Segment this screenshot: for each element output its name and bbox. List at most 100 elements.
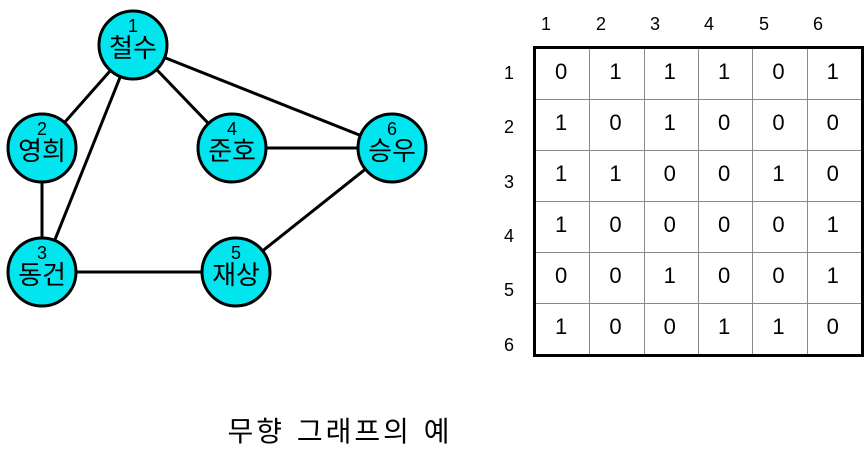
matrix-cell: 1	[643, 252, 699, 304]
cell-value: 0	[609, 212, 622, 237]
cell-value: 0	[772, 212, 785, 237]
matrix-cell: 0	[533, 252, 591, 304]
cell-value: 1	[772, 314, 785, 339]
cell-value: 0	[663, 161, 676, 186]
cell-value: 0	[772, 263, 785, 288]
cell-value: 0	[826, 161, 839, 186]
matrix-cell: 0	[806, 99, 864, 151]
row-header: 1	[503, 63, 514, 83]
cell-value: 1	[663, 263, 676, 288]
matrix-cell: 1	[589, 150, 645, 202]
matrix-cell: 1	[643, 99, 699, 151]
cell-value: 0	[826, 314, 839, 339]
matrix-cell: 0	[589, 303, 645, 356]
node-number: 5	[231, 243, 241, 263]
matrix-cell: 1	[806, 201, 864, 253]
cell-value: 0	[663, 314, 676, 339]
matrix-cell: 0	[643, 303, 699, 356]
matrix-cell: 1	[806, 252, 864, 304]
cell-value: 0	[772, 59, 785, 84]
cell-value: 1	[663, 110, 676, 135]
node-name: 철수	[109, 33, 157, 63]
matrix-cell: 0	[589, 99, 645, 151]
node-number: 2	[37, 119, 47, 139]
column-header: 3	[649, 14, 660, 34]
cell-value: 0	[609, 110, 622, 135]
node-2: 2영희	[6, 112, 78, 184]
matrix-cell: 1	[533, 303, 591, 356]
cell-value: 0	[717, 161, 731, 186]
node-3: 3동건	[6, 236, 78, 308]
matrix-cell: 0	[752, 99, 808, 151]
column-header: 1	[540, 14, 551, 34]
matrix-cell: 0	[752, 252, 808, 304]
matrix-cell: 0	[589, 201, 645, 253]
matrix-cell: 1	[533, 99, 591, 151]
matrix-cell: 0	[806, 150, 864, 202]
matrix-cell: 1	[697, 47, 754, 100]
matrix-cell: 0	[806, 303, 864, 356]
matrix-cell: 0	[697, 201, 754, 253]
node-number: 4	[227, 119, 237, 139]
cell-value: 0	[772, 110, 785, 135]
undirected-graph: 1철수 2영희 3동건 4준호 5재상 6승우	[6, 9, 428, 308]
row-header: 5	[503, 280, 514, 300]
node-name: 승우	[368, 136, 416, 166]
matrix-cell: 0	[697, 150, 754, 202]
matrix-row: 1 0 0 1 1 0	[533, 303, 864, 356]
matrix-cell: 1	[533, 201, 591, 253]
row-header: 6	[503, 335, 514, 355]
matrix-cell: 1	[697, 303, 754, 356]
cell-value: 1	[717, 59, 731, 84]
matrix-cell: 0	[533, 47, 591, 100]
matrix-cell: 0	[697, 99, 754, 151]
matrix-cell: 0	[589, 252, 645, 304]
cell-value: 1	[826, 212, 839, 237]
node-circle	[6, 112, 78, 184]
cell-value: 1	[826, 59, 839, 84]
column-header: 2	[595, 14, 606, 34]
node-4: 4준호	[196, 112, 268, 184]
cell-value: 0	[555, 59, 568, 84]
node-circle	[196, 112, 268, 184]
cell-value: 1	[555, 212, 568, 237]
matrix-cell: 1	[806, 47, 864, 100]
node-name: 준호	[208, 136, 256, 166]
matrix-cell: 0	[643, 201, 699, 253]
matrix-cell: 1	[589, 47, 645, 100]
cell-value: 0	[717, 263, 731, 288]
node-circle	[97, 9, 169, 81]
node-name: 재상	[212, 260, 260, 290]
row-header: 4	[503, 226, 514, 246]
matrix-cell: 0	[643, 150, 699, 202]
cell-value: 1	[555, 161, 568, 186]
cell-value: 0	[717, 212, 731, 237]
cell-value: 0	[555, 263, 568, 288]
node-number: 6	[387, 119, 397, 139]
cell-value: 0	[609, 314, 622, 339]
node-number: 1	[128, 16, 138, 36]
node-6: 6승우	[356, 112, 428, 184]
column-header: 6	[812, 14, 823, 34]
cell-value: 1	[717, 314, 731, 339]
matrix-cell: 1	[643, 47, 699, 100]
node-name: 영희	[18, 136, 66, 166]
node-5: 5재상	[200, 236, 272, 308]
cell-value: 0	[609, 263, 622, 288]
column-header: 4	[703, 14, 714, 34]
column-header: 5	[758, 14, 769, 34]
caption: 무향 그래프의 예	[227, 415, 453, 448]
cell-value: 0	[826, 110, 839, 135]
node-name: 동건	[18, 260, 66, 290]
matrix-cell: 1	[752, 150, 808, 202]
cell-value: 1	[555, 314, 568, 339]
row-header: 2	[503, 117, 514, 137]
matrix-cell: 0	[697, 252, 754, 304]
cell-value: 1	[772, 161, 785, 186]
